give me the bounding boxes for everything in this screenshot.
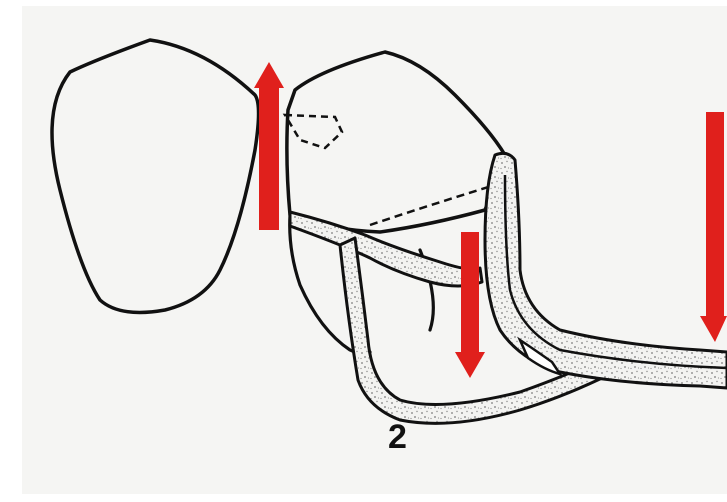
downward-arrow-middle [455, 232, 485, 378]
dashed-survey-line [370, 185, 495, 225]
right-tooth-crown [287, 52, 505, 232]
figure-number: 2 [388, 418, 407, 457]
clasp-arm [290, 212, 482, 286]
left-tooth-outline [52, 40, 259, 312]
dashed-rest-seat [285, 115, 342, 148]
major-connector [485, 153, 727, 388]
upward-arrow [254, 62, 284, 230]
downward-arrow-right [700, 112, 727, 342]
